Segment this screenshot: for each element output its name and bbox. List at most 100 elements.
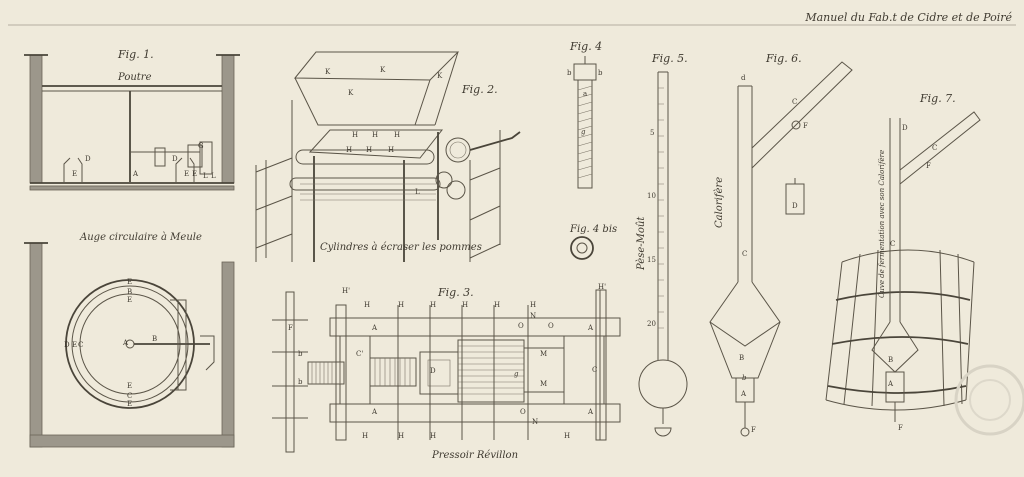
fig7-vertical-label: Cuve de fermentation avec son Calorifère [878,150,886,298]
svg-text:F: F [751,426,756,434]
svg-text:E: E [127,382,132,390]
svg-text:H: H [530,301,536,309]
svg-text:b: b [598,69,603,77]
svg-text:O: O [518,322,524,330]
fig4bis-nut [570,236,594,260]
fig1-plan-right-wall [221,261,235,448]
svg-text:g: g [514,370,519,378]
fig3-bottom-rail [329,403,621,423]
svg-text:H: H [430,301,436,309]
svg-text:K: K [380,66,386,74]
svg-text:A: A [587,408,594,416]
svg-text:15: 15 [647,256,656,264]
svg-text:H: H [362,432,368,440]
svg-text:H: H [394,131,400,139]
svg-text:H: H [372,131,378,139]
fig6-vertical-label: Calorifère [714,177,725,228]
fig3-cross-posts [397,290,601,440]
svg-text:C: C [932,144,937,152]
fig2-hopper-rim [293,51,460,81]
svg-text:B: B [888,356,893,364]
svg-text:E: E [192,170,197,178]
fig7-vat-hoops [827,291,971,394]
svg-text:O: O [548,322,554,330]
fig2-gear-large [445,137,471,163]
svg-text:N: N [532,418,538,426]
svg-text:H: H [398,432,404,440]
fig3-screw-left [307,361,345,385]
svg-text:10: 10 [647,192,656,200]
svg-text:A: A [740,390,747,398]
svg-text:A: A [122,339,129,347]
fig2-apple-crusher: Fig. 2. K K K K H H H H H H L [255,51,521,262]
svg-text:E: E [127,400,132,408]
fig1-caption: Auge circulaire à Meule [79,232,202,243]
svg-text:D: D [64,341,70,349]
svg-text:N: N [530,312,536,320]
fig6-side-tube [751,61,853,169]
svg-text:F: F [803,122,808,130]
fig7-vat-base [825,399,967,411]
svg-text:F: F [898,424,903,432]
fig1-beam-label: Poutre [117,72,152,83]
svg-text:O: O [520,408,526,416]
fig6-cone-upper [709,281,781,347]
fig4bis-label: Fig. 4 bis [569,224,617,235]
svg-text:D: D [792,202,798,210]
fig1-plan-left-wall [29,242,43,448]
fig3-press-block [419,351,459,395]
svg-text:b: b [298,378,303,386]
fig2-gear-small [435,171,453,189]
fig3-press: Fig. 3. H' H H H H H H O [272,283,621,461]
svg-text:H: H [494,301,500,309]
svg-text:g: g [581,128,586,136]
svg-text:H: H [364,301,370,309]
svg-text:F: F [926,162,931,170]
svg-text:H: H [352,131,358,139]
svg-text:a: a [583,90,587,98]
svg-text:5: 5 [650,129,654,137]
svg-text:E: E [72,341,77,349]
fig7-cone [871,321,919,373]
svg-text:C: C [78,341,83,349]
fig2-cylinder-top [295,149,435,165]
fig2-hopper-body [294,77,431,126]
fig6-heater: Fig. 6. d C F D C B b A F Calorifère [709,52,853,437]
svg-text:E: E [127,278,132,286]
svg-text:b: b [742,374,747,382]
svg-text:d: d [741,74,746,82]
fig4-label: Fig. 4 [569,40,602,53]
fig1-right-wall [221,54,235,184]
fig2-cylinder-bottom [289,177,441,191]
fig2-caption: Cylindres à écraser les pommes [320,242,482,253]
fig3-screw-main [369,357,417,387]
fig3-caption: Pressoir Révillon [431,450,518,461]
svg-text:H: H [398,301,404,309]
svg-text:C: C [792,98,797,106]
fig6-label: Fig. 6. [765,52,802,65]
fig2-frame-top [308,129,444,159]
fig5-hydrometer: Fig. 5. 5 10 15 20 Pèse-Moût [636,52,688,437]
svg-text:E: E [127,296,132,304]
svg-text:20: 20 [647,320,656,328]
svg-text:A: A [371,408,378,416]
fig5-name: Pèse-Moût [636,216,647,271]
fig1-trough-right [175,157,195,182]
svg-text:M: M [540,380,547,388]
fig4-spindle: Fig. 4 b a b g Fig. 4 bis [567,40,617,260]
svg-text:F: F [288,324,293,332]
svg-text:H: H [462,301,468,309]
library-stamp [954,364,1024,436]
svg-text:A: A [587,324,594,332]
svg-text:G: G [198,142,204,150]
fig1-left-wall [29,54,43,184]
svg-text:B: B [152,335,157,343]
fig7-vat-rim [841,249,975,263]
svg-text:K: K [348,89,354,97]
svg-text:A: A [371,324,378,332]
fig1-plan-floor [29,434,235,448]
svg-text:D: D [902,124,908,132]
svg-text:M: M [540,350,547,358]
fig3-left-post [285,291,295,453]
